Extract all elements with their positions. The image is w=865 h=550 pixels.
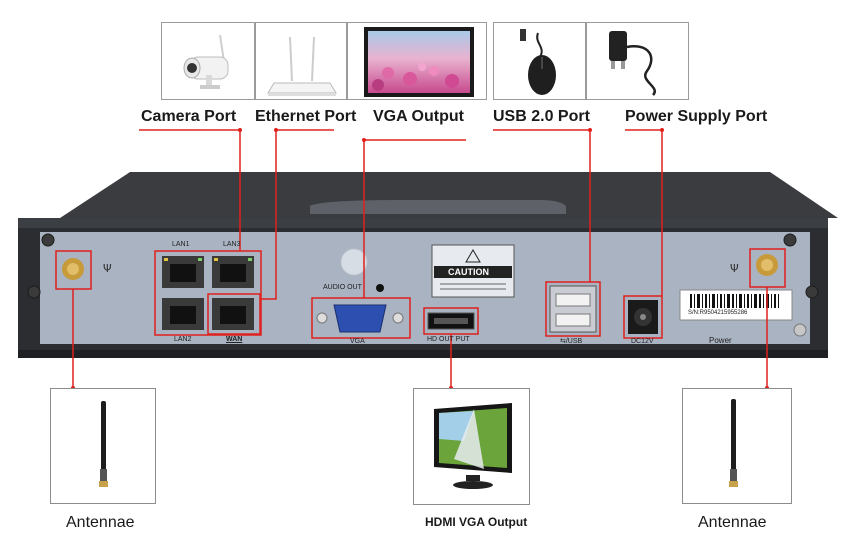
svg-text:Ψ: Ψ: [103, 262, 112, 275]
highlight-wan: [207, 293, 261, 335]
hd-out-put-label: HD OUT PUT: [427, 336, 470, 343]
camera-icon: [162, 23, 254, 99]
mouse-thumbnail: [493, 22, 586, 100]
antennae-left-label: Antennae: [66, 514, 135, 531]
hdmi-box: [413, 388, 530, 505]
power-supply-port-label: Power Supply Port: [625, 108, 768, 125]
vga-connector: [316, 304, 404, 333]
antennae-right-label: Antennae: [698, 514, 767, 531]
callout-lines: [72, 129, 768, 388]
tv-icon: [434, 403, 512, 489]
usb-label: ⇆/USB: [560, 338, 583, 345]
monitor-thumbnail: [347, 22, 487, 100]
usb-port-label: USB 2.0 Port: [493, 108, 590, 125]
antenna-icon: [729, 399, 738, 487]
power-adapter-thumbnail: [586, 22, 689, 100]
lan3-label: LAN3: [223, 241, 241, 248]
dc12v-label: DC12V: [631, 338, 654, 345]
highlight-usb: [545, 281, 601, 337]
caution-sticker: [431, 244, 515, 298]
hdmi-vga-output-label: HDMI VGA Output: [425, 515, 528, 529]
router-icon: [267, 36, 337, 96]
wan-label: WAN: [226, 336, 243, 343]
camera-port-label: Camera Port: [141, 108, 237, 125]
vga-output-label: VGA Output: [373, 108, 464, 125]
highlight-lan: [154, 250, 262, 336]
monitor-icon: [364, 27, 474, 97]
camera-thumbnail: [161, 22, 255, 100]
ethernet-port-label: Ethernet Port: [255, 108, 357, 125]
highlight-power: [623, 295, 663, 339]
chassis-top: [60, 172, 838, 218]
router-thumbnail: [255, 22, 347, 100]
power-label: Power: [709, 336, 732, 345]
caution-text: CAUTION: [448, 267, 489, 277]
antenna-box-left: [50, 388, 156, 504]
highlight-vga: [311, 297, 411, 339]
lan1-label: LAN1: [172, 241, 190, 248]
audio-out-label: AUDIO OUT: [323, 284, 362, 291]
vga-label: VGA: [350, 338, 365, 345]
usb-ports: [549, 285, 597, 333]
antenna-box-right: [682, 388, 792, 504]
ethernet-ports: [162, 256, 254, 330]
mouse-icon: [520, 29, 556, 95]
antenna-connector-right: [756, 254, 778, 276]
antenna-icon: [99, 401, 108, 487]
svg-text:Ψ: Ψ: [730, 262, 739, 275]
power-adapter-icon: [609, 31, 656, 96]
antenna-connector-left: [62, 258, 84, 280]
lan2-label: LAN2: [174, 336, 192, 343]
serial-number: S/N:R9504215955286: [688, 310, 748, 316]
